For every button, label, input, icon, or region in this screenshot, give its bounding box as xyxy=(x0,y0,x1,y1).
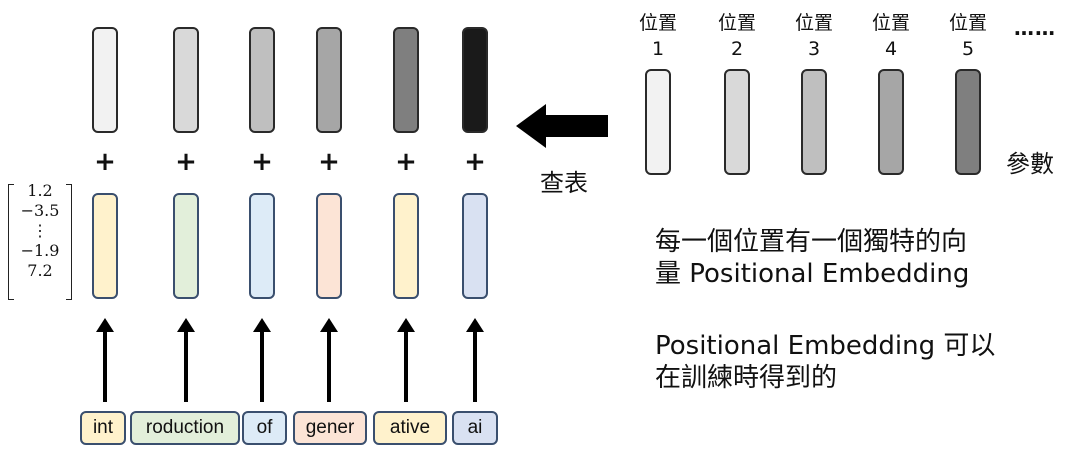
position-label: 位置 3 xyxy=(789,10,839,62)
summed-bar xyxy=(249,27,275,133)
token-embedding-bar xyxy=(92,193,118,299)
summed-bar xyxy=(316,27,342,133)
vector-entry: 1.2 xyxy=(27,181,53,200)
up-arrow-icon xyxy=(466,318,484,402)
position-label: 位置 5 xyxy=(943,10,993,62)
description-line: 每一個位置有一個獨特的向 xyxy=(655,227,968,257)
summed-bar xyxy=(393,27,419,133)
positional-embedding-bar xyxy=(724,69,750,175)
description-learned: Positional Embedding 可以 在訓練時得到的 xyxy=(655,330,995,394)
summed-bar xyxy=(92,27,118,133)
vector-entry: −3.5 xyxy=(20,201,60,220)
token-embedding-bar xyxy=(393,193,419,299)
description-unique-vector: 每一個位置有一個獨特的向 量 Positional Embedding xyxy=(655,226,969,290)
plus-sign: + xyxy=(251,147,273,177)
position-label: 位置 4 xyxy=(866,10,916,62)
plus-sign: + xyxy=(94,147,116,177)
up-arrow-icon xyxy=(177,318,195,402)
position-label: 位置 2 xyxy=(712,10,762,62)
plus-sign: + xyxy=(395,147,417,177)
positional-embedding-bar xyxy=(645,69,671,175)
position-word: 位置 xyxy=(717,12,756,34)
vector-entry: −1.9 xyxy=(20,241,60,260)
positional-embedding-bar xyxy=(878,69,904,175)
up-arrow-icon xyxy=(397,318,415,402)
position-number: 3 xyxy=(807,38,821,60)
vector-entry: ⋮ xyxy=(32,221,48,240)
token-embedding-bar xyxy=(173,193,199,299)
position-word: 位置 xyxy=(948,12,987,34)
position-word: 位置 xyxy=(794,12,833,34)
positional-embedding-bar xyxy=(955,69,981,175)
lookup-label: 查表 xyxy=(540,169,588,197)
position-label: 位置 1 xyxy=(633,10,683,62)
up-arrow-icon xyxy=(320,318,338,402)
lookup-arrow-icon xyxy=(516,104,608,148)
position-word: 位置 xyxy=(871,12,910,34)
token-box: ative xyxy=(373,411,447,445)
summed-bar xyxy=(462,27,488,133)
position-number: 2 xyxy=(730,38,744,60)
positions-ellipsis: …… xyxy=(1014,16,1056,40)
token-embedding-bar xyxy=(316,193,342,299)
description-line: 在訓練時得到的 xyxy=(655,363,838,393)
summed-bar xyxy=(173,27,199,133)
token-box: ai xyxy=(452,411,498,445)
plus-sign: + xyxy=(175,147,197,177)
description-line: 量 Positional Embedding xyxy=(655,259,970,289)
token-box: gener xyxy=(293,411,367,445)
up-arrow-icon xyxy=(253,318,271,402)
token-box: roduction xyxy=(130,411,240,445)
plus-sign: + xyxy=(464,147,486,177)
token-embedding-bar xyxy=(249,193,275,299)
position-word: 位置 xyxy=(638,12,677,34)
positional-embedding-bar xyxy=(801,69,827,175)
params-label: 參數 xyxy=(1006,150,1054,178)
position-number: 5 xyxy=(961,38,975,60)
description-line: Positional Embedding 可以 xyxy=(655,331,996,361)
position-number: 1 xyxy=(651,38,665,60)
position-number: 4 xyxy=(884,38,898,60)
plus-sign: + xyxy=(318,147,340,177)
vector-entry: 7.2 xyxy=(27,261,53,280)
up-arrow-icon xyxy=(96,318,114,402)
token-box: of xyxy=(242,411,287,445)
token-embedding-bar xyxy=(462,193,488,299)
token-box: int xyxy=(80,411,126,445)
